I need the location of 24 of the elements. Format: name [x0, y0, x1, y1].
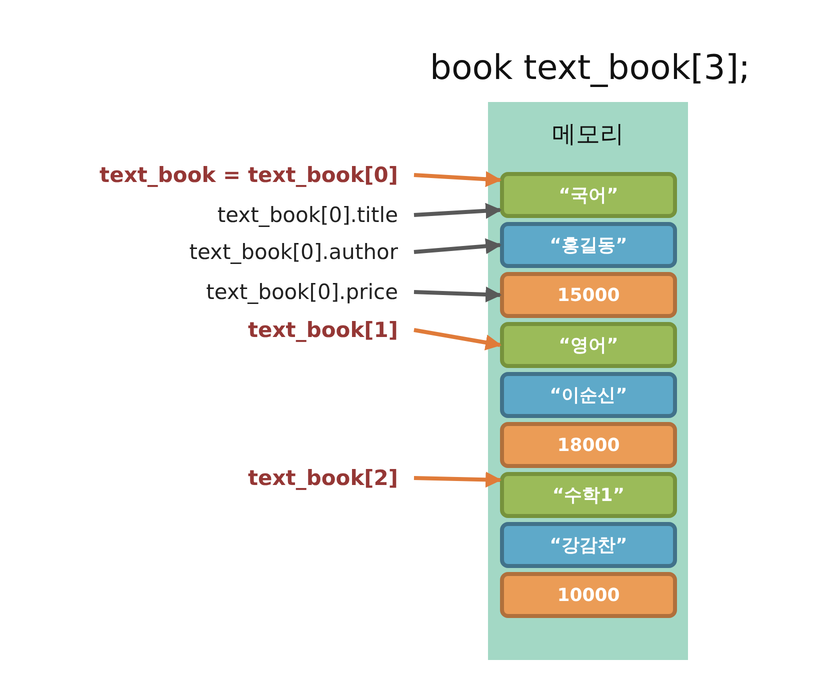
memory-cell: “영어” [500, 322, 677, 368]
memory-cell: 10000 [500, 572, 677, 618]
arrow [414, 328, 502, 350]
memory-cell: “국어” [500, 172, 677, 218]
memory-panel [488, 102, 688, 660]
memory-cell: 18000 [500, 422, 677, 468]
pointer-label: text_book[0].title [217, 203, 398, 227]
memory-cell: “수학1” [500, 472, 677, 518]
pointer-label: text_book = text_book[0] [100, 163, 398, 187]
memory-cell: “강감찬” [500, 522, 677, 568]
panel-heading: 메모리 [551, 119, 625, 150]
arrow [414, 238, 502, 254]
pointer-label: text_book[0].author [189, 240, 398, 264]
pointer-label: text_book[1] [248, 318, 398, 342]
arrow [414, 472, 502, 488]
memory-cell: “홍길동” [500, 222, 677, 268]
pointer-label: text_book[2] [248, 466, 398, 490]
memory-cell: 15000 [500, 272, 677, 318]
diagram-title: book text_book[3]; [428, 48, 752, 88]
pointer-label: text_book[0].price [206, 280, 398, 304]
arrow [414, 286, 502, 302]
arrow [414, 171, 502, 188]
arrow [414, 202, 502, 219]
memory-cell: “이순신” [500, 372, 677, 418]
